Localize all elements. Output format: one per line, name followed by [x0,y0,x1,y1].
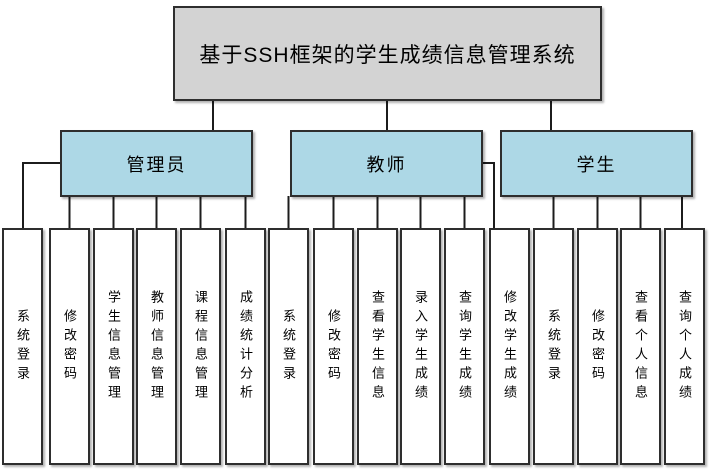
leaf-label: 查看个人信息 [633,289,648,404]
leaf-node-student-2: 修改密码 [577,228,618,465]
leaf-node-teacher-4: 录入学生成绩 [400,228,441,465]
leaf-label: 录入学生成绩 [413,289,428,404]
leaf-label: 教师信息管理 [149,289,164,404]
leaf-label: 系统登录 [546,308,561,385]
leaf-node-teacher-2: 修改密码 [313,228,354,465]
leaf-label: 查询个人成绩 [677,289,692,404]
leaf-node-student-3: 查看个人信息 [620,228,661,465]
leaf-node-student-4: 查询个人成绩 [664,228,705,465]
leaf-node-admin-5: 课程信息管理 [180,228,221,465]
branch-node-admin: 管理员 [60,130,253,197]
branch-node-label: 管理员 [126,154,187,175]
leaf-node-teacher-5: 查询学生成绩 [444,228,485,465]
leaf-label: 课程信息管理 [193,289,208,404]
leaf-label: 系统登录 [15,308,30,385]
branch-node-label: 学生 [576,154,617,175]
leaf-node-admin-4: 教师信息管理 [136,228,177,465]
leaf-label: 学生信息管理 [106,289,121,404]
leaf-node-admin-6: 成绩统计分析 [225,228,266,465]
leaf-label: 成绩统计分析 [238,289,253,404]
leaf-node-admin-3: 学生信息管理 [93,228,134,465]
leaf-label: 查看学生信息 [370,289,385,404]
leaf-label: 查询学生成绩 [457,289,472,404]
leaf-label: 修改密码 [326,308,341,385]
leaf-label: 修改学生成绩 [502,289,517,404]
leaf-node-teacher-1: 系统登录 [268,228,309,465]
leaf-label: 系统登录 [281,308,296,385]
root-node-label: 基于SSH框架的学生成绩信息管理系统 [199,43,576,67]
leaf-label: 修改密码 [590,308,605,385]
leaf-node-teacher-6: 修改学生成绩 [489,228,530,465]
leaf-label: 修改密码 [62,308,77,385]
branch-node-student: 学生 [500,130,693,197]
leaf-node-admin-2: 修改密码 [49,228,90,465]
leaf-node-admin-1: 系统登录 [2,228,43,465]
branch-node-teacher: 教师 [290,130,483,197]
leaf-node-student-1: 系统登录 [533,228,574,465]
root-node: 基于SSH框架的学生成绩信息管理系统 [173,6,602,101]
leaf-node-teacher-3: 查看学生信息 [357,228,398,465]
branch-node-label: 教师 [366,154,407,175]
